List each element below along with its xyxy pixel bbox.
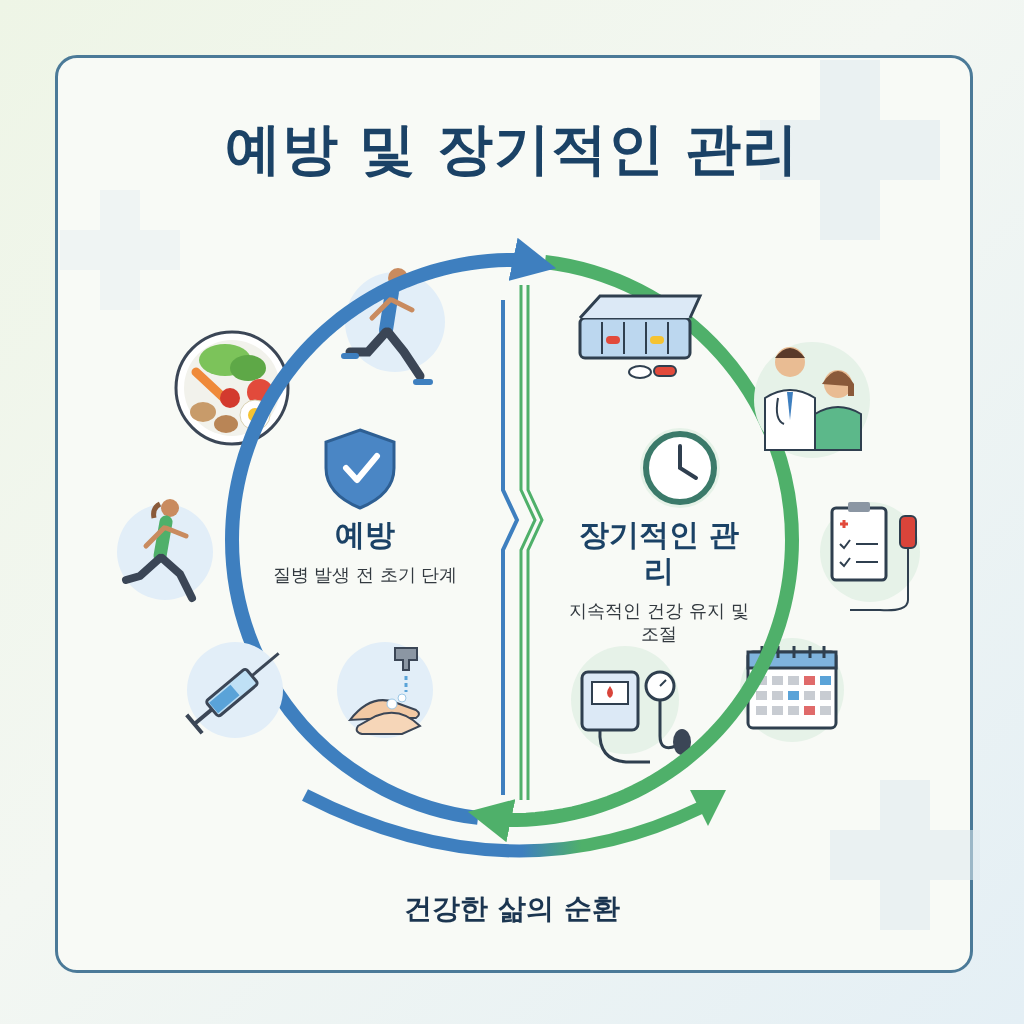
region-heading: 예방 <box>250 517 480 553</box>
region-heading: 장기적인 관리 <box>569 517 749 589</box>
node-text-group: 예방질병 발생 전 초기 단계 <box>232 517 498 586</box>
caption: 건강한 삶의 순환 <box>60 890 964 928</box>
node-text-group: 장기적인 관리지속적인 건강 유지 및 조절 <box>526 517 792 646</box>
shield-icon <box>326 430 394 508</box>
title: 예방 및 장기적인 관리 <box>60 112 964 188</box>
pill-box-icon <box>580 296 700 378</box>
background-cross <box>60 60 980 930</box>
cycle-arrow <box>232 260 526 540</box>
cycle-region: 예방질병 발생 전 초기 단계 <box>232 262 498 818</box>
clock-icon <box>640 428 720 508</box>
region-description: 지속적인 건강 유지 및 조절 <box>569 599 749 646</box>
divider-line <box>528 285 542 800</box>
doctor-patient-icon <box>754 342 870 458</box>
divider-line <box>503 300 517 795</box>
syringe-icon <box>187 642 287 738</box>
handwash-icon <box>337 642 433 738</box>
clipboard-iv-icon <box>820 502 920 610</box>
region-description: 질병 발생 전 초기 단계 <box>250 563 480 586</box>
cycle-region: 장기적인 관리지속적인 건강 유지 및 조절 <box>526 262 792 818</box>
arrow-head <box>690 790 726 826</box>
blood-pressure-icon <box>571 646 691 762</box>
runner-icon <box>117 499 213 600</box>
